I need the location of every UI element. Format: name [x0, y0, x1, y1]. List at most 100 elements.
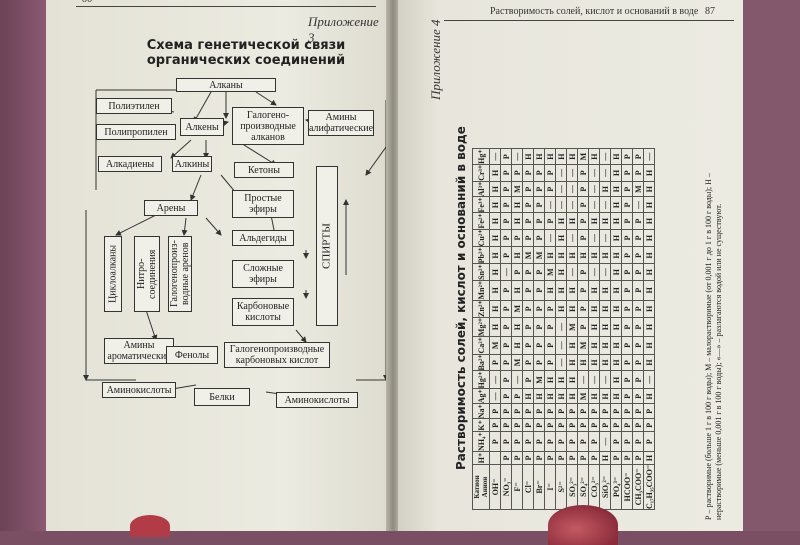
solubility-cell: Н [610, 336, 622, 355]
solubility-cell: Н [577, 354, 589, 371]
solubility-cell: — [599, 196, 611, 213]
solubility-cell: — [643, 148, 655, 165]
solubility-cell: Р [522, 181, 534, 197]
solubility-cell: — [544, 196, 556, 213]
box-amino-acids-left: Аминокислоты [102, 382, 176, 398]
solubility-cell: Р [643, 403, 655, 419]
solubility-cell: Р [522, 229, 534, 247]
solubility-cell: Р [577, 164, 589, 182]
anion-header: CH₃COO⁻ [632, 464, 644, 510]
solubility-cell: Н [599, 300, 611, 318]
finger-left [130, 515, 170, 537]
table-legend: Р – растворимые (больше 1 г в 100 г воды… [704, 20, 724, 520]
solubility-cell: Р [632, 336, 644, 355]
solubility-cell: Н [511, 196, 523, 213]
cation-header: Pb²⁺ [472, 246, 490, 264]
solubility-cell: Н [489, 196, 501, 213]
solubility-cell: Н [643, 229, 655, 247]
solubility-cell: Н [643, 336, 655, 355]
left-page: 86 Приложение 3 Схема генетической связи… [46, 0, 388, 531]
solubility-cell: Р [632, 263, 644, 281]
solubility-cell: — [566, 229, 578, 247]
solubility-cell: Р [621, 181, 633, 197]
solubility-cell: Н [566, 246, 578, 264]
solubility-cell: Р [533, 164, 545, 182]
solubility-cell: Н [555, 280, 567, 301]
solubility-cell: Н [489, 181, 501, 197]
solubility-cell: Р [577, 229, 589, 247]
cation-header: Mn²⁺ [472, 280, 490, 301]
solubility-cell: Р [621, 317, 633, 337]
solubility-cell: — [555, 164, 567, 182]
solubility-cell: Р [533, 418, 545, 432]
solubility-cell: Н [599, 336, 611, 355]
anion-header: OH⁻ [489, 464, 501, 510]
solubility-cell: Н [643, 164, 655, 182]
solubility-cell: Н [511, 336, 523, 355]
solubility-cell: Р [621, 263, 633, 281]
solubility-cell: Р [489, 403, 501, 419]
solubility-cell: Н [643, 212, 655, 230]
solubility-cell: Р [544, 212, 556, 230]
solubility-cell: Р [522, 403, 534, 419]
corner-cell: Катион Анион [472, 464, 490, 510]
solubility-cell: Н [555, 148, 567, 165]
anion-header: SiO₃²⁻ [599, 464, 611, 510]
solubility-cell: Н [522, 388, 534, 404]
solubility-cell: Р [588, 431, 600, 452]
solubility-cell: Н [489, 300, 501, 318]
solubility-cell: Р [577, 431, 589, 452]
solubility-cell: Н [588, 354, 600, 371]
open-book: 86 Приложение 3 Схема генетической связи… [0, 0, 743, 545]
solubility-cell: Р [489, 431, 501, 452]
solubility-cell: Р [500, 431, 512, 452]
solubility-cell: Р [500, 164, 512, 182]
solubility-cell: Р [500, 229, 512, 247]
solubility-cell: Р [621, 431, 633, 452]
box-cycloalkanes: Циклоалканы [104, 236, 122, 312]
solubility-cell: Р [610, 451, 622, 465]
solubility-cell: Н [643, 196, 655, 213]
box-proteins: Белки [194, 388, 250, 406]
solubility-cell: Р [533, 336, 545, 355]
solubility-cell: Р [577, 418, 589, 432]
solubility-cell: Н [588, 388, 600, 404]
solubility-cell: Н [489, 317, 501, 337]
solubility-cell: Р [511, 403, 523, 419]
solubility-cell: Р [522, 164, 534, 182]
solubility-cell: Р [489, 354, 501, 371]
solubility-cell: Н [555, 263, 567, 281]
solubility-cell: Р [577, 403, 589, 419]
solubility-cell: Н [643, 317, 655, 337]
solubility-cell: М [511, 181, 523, 197]
box-ketones: Кетоны [234, 162, 294, 178]
solubility-cell: Н [610, 164, 622, 182]
solubility-cell: Р [599, 418, 611, 432]
rotated-table-area: Растворимость солей, кислот и оснований … [454, 20, 704, 510]
solubility-cell: Р [533, 451, 545, 465]
solubility-cell: М [489, 336, 501, 355]
cation-header: Hg²⁺ [472, 370, 490, 389]
solubility-cell: Р [577, 300, 589, 318]
solubility-cell: Р [500, 370, 512, 389]
solubility-cell: М [522, 246, 534, 264]
solubility-cell: Р [577, 196, 589, 213]
solubility-cell: Н [588, 148, 600, 165]
box-carboxylic-acids: Карбоновые кислоты [232, 298, 294, 326]
solubility-cell: — [555, 181, 567, 197]
solubility-cell: Р [500, 280, 512, 301]
cation-header: Ag⁺ [472, 388, 490, 404]
solubility-cell: Р [632, 418, 644, 432]
solubility-cell: — [489, 388, 501, 404]
solubility-cell: М [533, 246, 545, 264]
solubility-cell: Н [643, 263, 655, 281]
solubility-cell: Р [632, 451, 644, 465]
solubility-cell: Н [588, 336, 600, 355]
solubility-cell: Р [632, 229, 644, 247]
solubility-cell: Р [500, 246, 512, 264]
solubility-cell: Р [588, 403, 600, 419]
solubility-cell: Р [533, 181, 545, 197]
